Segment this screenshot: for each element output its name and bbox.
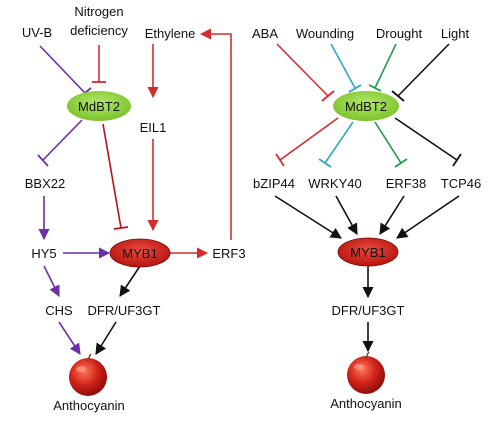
left-anthocyanin-label: Anthocyanin — [53, 398, 125, 413]
bbx22-label: BBX22 — [25, 176, 65, 191]
wounding-label: Wounding — [296, 26, 354, 41]
left-mdbt2-node — [67, 91, 131, 121]
right-mdbt2-label: MdBT2 — [345, 99, 387, 114]
erf38-label: ERF38 — [386, 176, 426, 191]
right-myb1-label: MYB1 — [350, 245, 385, 260]
edge-wrky40-to-myb1 — [335, 195, 358, 235]
eil1-label: EIL1 — [140, 120, 167, 135]
left-apple-icon — [69, 353, 107, 396]
right-apple-icon — [347, 351, 385, 394]
edge-uvb-inhibits-mdbt2 — [39, 45, 92, 99]
aba-label: ABA — [252, 26, 278, 41]
nitrogen-label-line2: deficiency — [70, 23, 128, 38]
edge-tcp46-to-myb1 — [396, 195, 460, 239]
edge-dfr-to-anthocyanin — [95, 321, 117, 355]
right-dfr-label: DFR/UF3GT — [332, 303, 405, 318]
edge-aba-inhibits-mdbt2 — [276, 43, 335, 102]
edge-chs-to-anthocyanin — [58, 321, 81, 355]
edge-drought-inhibits-mdbt2 — [368, 43, 397, 92]
hy5-label: HY5 — [31, 246, 56, 261]
nitrogen-label-line1: Nitrogen — [74, 4, 123, 19]
edge-light-inhibits-mdbt2 — [391, 43, 450, 102]
edge-wounding-inhibits-mdbt2 — [330, 43, 362, 93]
left-myb1-label: MYB1 — [122, 246, 157, 261]
right-myb1-node — [337, 237, 399, 267]
drought-label: Drought — [376, 26, 423, 41]
edge-mdbt2-inhibits-tcp46 — [394, 117, 462, 167]
chs-label: CHS — [45, 303, 73, 318]
edge-mdbt2-inhibits-bbx22 — [37, 119, 83, 167]
tcp46-label: TCP46 — [441, 176, 481, 191]
wrky40-label: WRKY40 — [308, 176, 361, 191]
edge-mdbt2-inhibits-bzip44 — [275, 117, 339, 167]
edge-hy5-to-chs — [43, 265, 60, 298]
edge-nitrogen-inhibits-mdbt2 — [92, 45, 106, 83]
edge-erf3-to-ethylene — [199, 28, 232, 240]
bzip44-label: bZIP44 — [253, 176, 295, 191]
right-mdbt2-node — [333, 91, 399, 121]
edge-bzip44-to-myb1 — [274, 195, 342, 239]
erf3-label: ERF3 — [212, 246, 245, 261]
left-dfr-label: DFR/UF3GT — [88, 303, 161, 318]
edge-mdbt2-inhibits-erf38 — [374, 121, 408, 168]
left-myb1-node — [109, 238, 171, 268]
left-mdbt2-label: MdBT2 — [78, 99, 120, 114]
edge-myb1-to-dfr — [119, 265, 141, 297]
ethylene-label: Ethylene — [145, 26, 196, 41]
light-label: Light — [441, 26, 470, 41]
uvb-label: UV-B — [22, 25, 52, 40]
right-anthocyanin-label: Anthocyanin — [330, 396, 402, 411]
edge-erf38-to-myb1 — [379, 195, 405, 235]
edge-mdbt2-inhibits-myb1 — [102, 123, 129, 230]
edge-mdbt2-inhibits-wrky40 — [318, 121, 354, 168]
